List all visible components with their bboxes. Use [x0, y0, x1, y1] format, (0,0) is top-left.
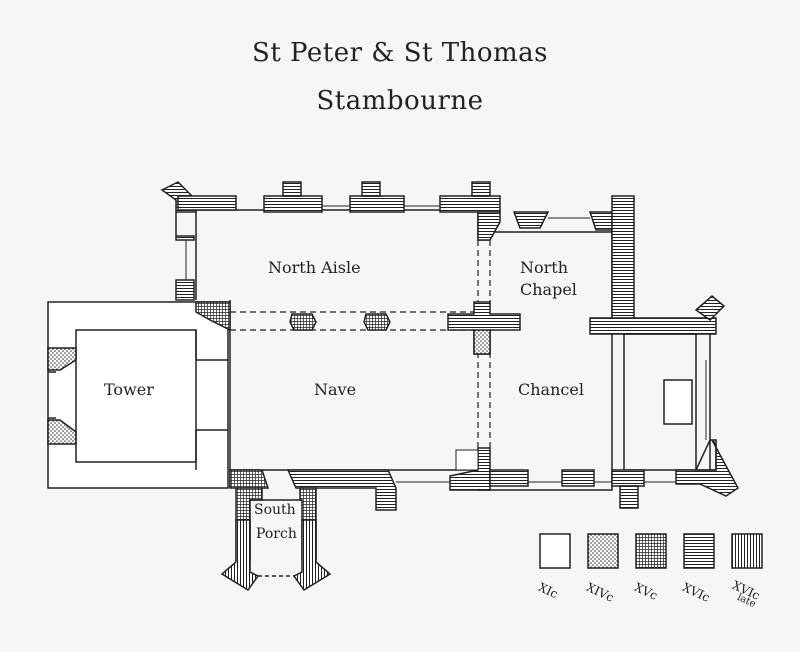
tower-walls: [47, 301, 229, 489]
south-porch-label-2: Porch: [256, 526, 297, 542]
north-chapel-label-2: Chapel: [520, 280, 577, 299]
nave-label: Nave: [314, 380, 357, 399]
plan-subtitle: Stambourne: [316, 86, 484, 116]
north-wall-buttresses: [160, 181, 726, 335]
tower-buttress: [195, 301, 231, 332]
key-swatch-xvic-late: [731, 533, 763, 569]
windows: [185, 205, 707, 483]
nave-piers: [289, 301, 521, 355]
south-porch: [220, 487, 332, 592]
key-swatch-xvc: [635, 533, 667, 569]
plan-title: St Peter & St Thomas: [252, 38, 548, 68]
tower-label: Tower: [104, 380, 154, 399]
chancel-label: Chancel: [518, 380, 584, 399]
date-key: [539, 533, 763, 569]
key-swatch-xic: [539, 533, 571, 569]
key-swatch-xvic: [683, 533, 715, 569]
altar: [663, 379, 693, 425]
arcade-lines: [230, 240, 491, 450]
key-swatch-xivc: [587, 533, 619, 569]
south-porch-label-1: South: [254, 502, 296, 518]
south-wall-buttresses: [229, 439, 739, 511]
north-aisle-label: North Aisle: [268, 258, 361, 277]
north-chapel-label-1: North: [520, 258, 569, 277]
